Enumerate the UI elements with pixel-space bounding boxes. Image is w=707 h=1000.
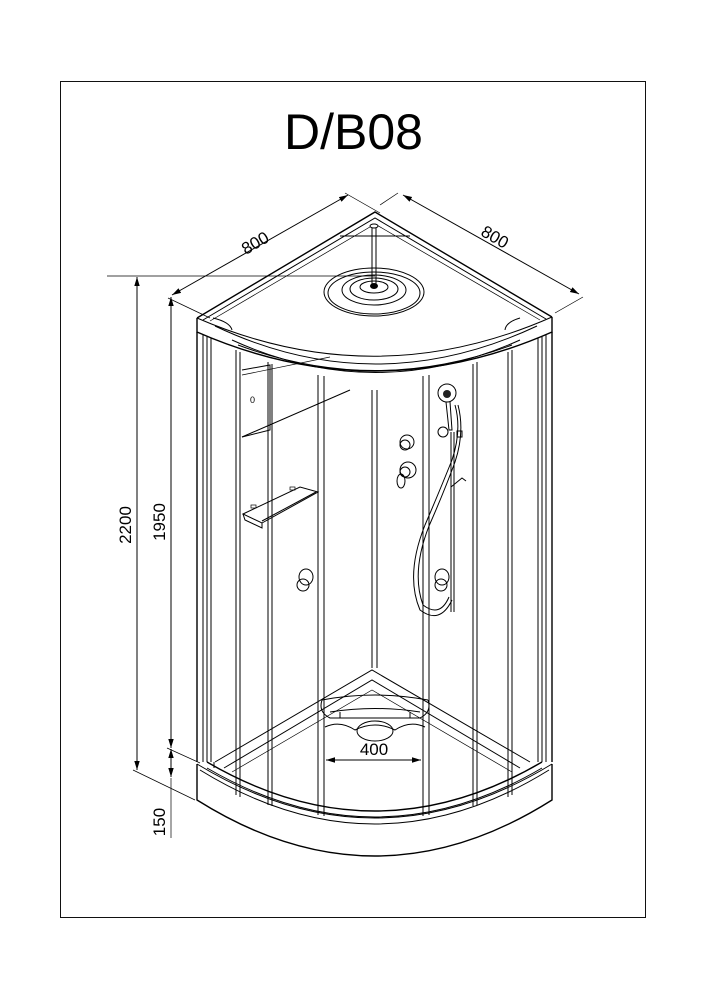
- shower-tray: [196, 694, 553, 857]
- svg-text:0: 0: [250, 395, 255, 405]
- valve-knobs: [296, 434, 450, 592]
- dimension-label-total-height: 2200: [116, 506, 135, 544]
- dimension-door-opening: 400: [326, 740, 421, 763]
- dimension-label-cabin-height: 1950: [150, 503, 169, 541]
- dimension-tray-height: 150: [150, 749, 174, 838]
- dimension-label-tray-height: 150: [150, 808, 169, 836]
- model-title: D/B08: [284, 104, 423, 160]
- cabin-back-walls: 0: [214, 356, 531, 773]
- dimension-label-door-opening: 400: [360, 740, 388, 759]
- drawing-border: [60, 81, 646, 918]
- dimension-cabin-height: 1950: [150, 297, 201, 764]
- dimension-total-height: 2200: [107, 275, 375, 801]
- hand-shower: [413, 383, 467, 617]
- cabin-roof: [196, 211, 553, 373]
- dimension-label-width-right: 800: [478, 222, 512, 253]
- door-frames: [196, 332, 553, 816]
- corner-shelf: [241, 486, 320, 529]
- dimension-width-right: 800: [379, 192, 584, 314]
